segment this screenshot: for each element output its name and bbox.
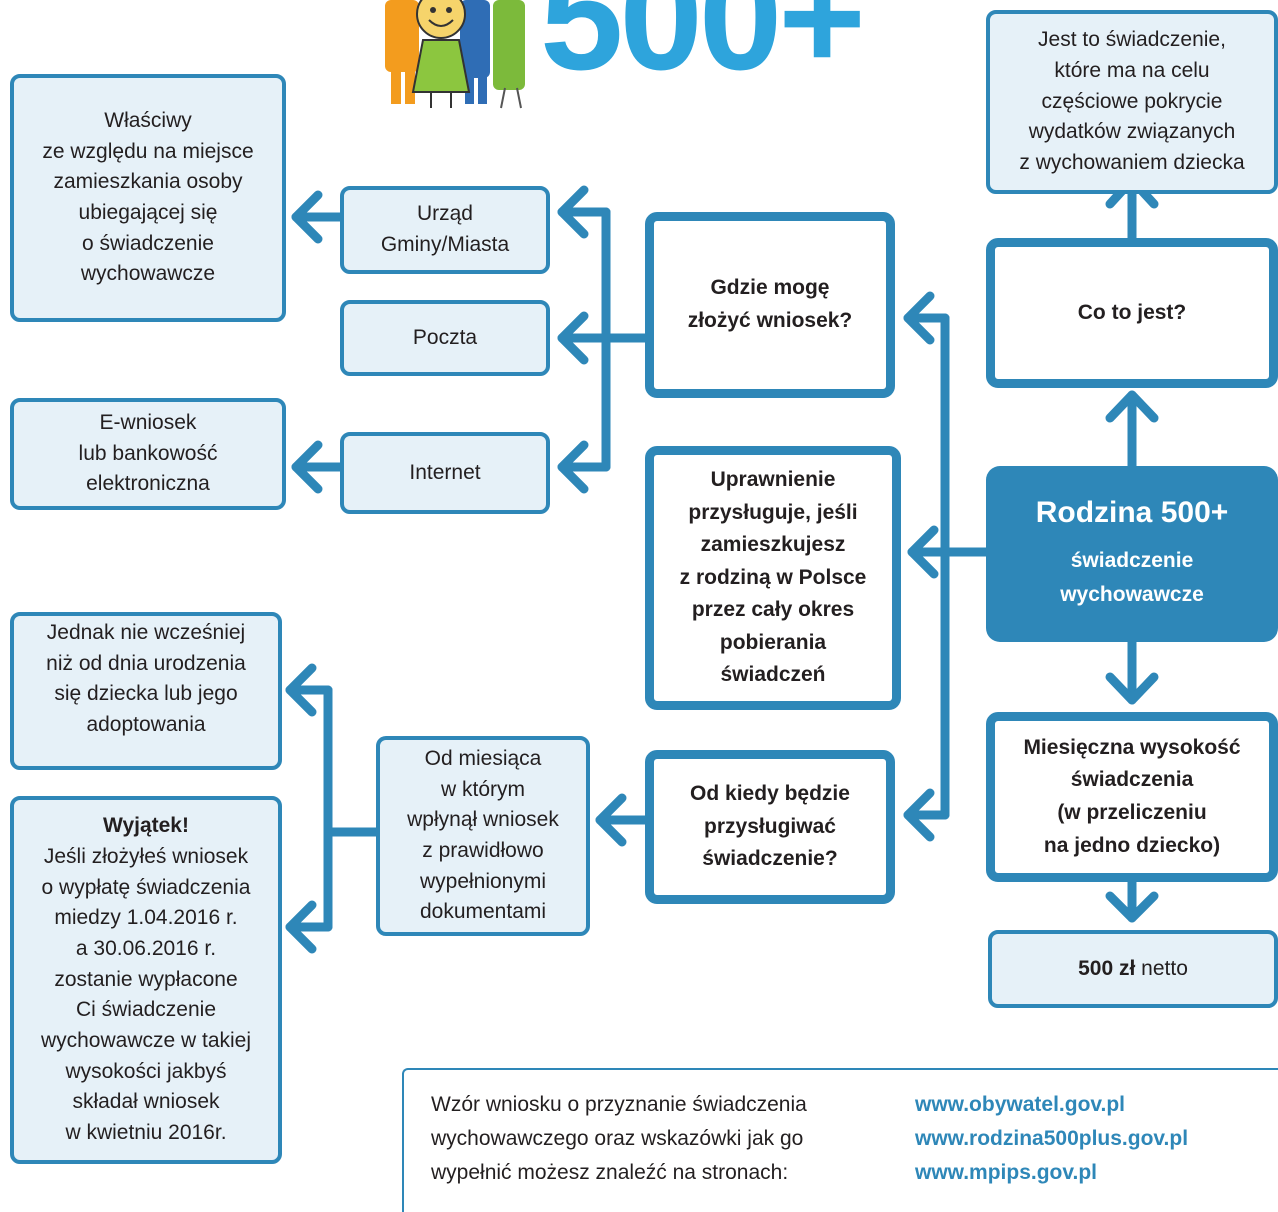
rodzina-500-box: Rodzina 500+ świadczenie wychowawcze (986, 466, 1278, 642)
what-is-it-box: Co to jest? (986, 238, 1278, 388)
eligibility-box: Uprawnienie przysługuje, jeśli zamieszku… (645, 446, 901, 710)
link-mpips[interactable]: www.mpips.gov.pl (915, 1161, 1098, 1185)
birth-note-box: Jednak nie wcześniej niż od dnia urodzen… (10, 612, 282, 770)
option-poczta-box: Poczta (340, 300, 550, 376)
exception-text: Jeśli złożyłeś wniosek o wypłatę świadcz… (40, 845, 252, 1144)
link-obywatel[interactable]: www.obywatel.gov.pl (915, 1093, 1126, 1116)
family-illustration-icon (385, 0, 525, 109)
amount-value: 500 zł (1078, 956, 1136, 980)
internet-detail-box: E-wniosek lub bankowość elektroniczna (10, 398, 286, 510)
info-panel: Wzór wniosku o przyznanie świadczenia wy… (402, 1068, 1278, 1212)
info-links: www.obywatel.gov.pl www.rodzina500plus.g… (915, 1088, 1188, 1190)
urzad-detail-box: Właściwy ze względu na miejsce zamieszka… (10, 74, 286, 322)
option-internet-box: Internet (340, 432, 550, 514)
logo-number: 500+ (540, 0, 866, 101)
amount-unit: netto (1135, 956, 1188, 980)
definition-box: Jest to świadczenie, które ma na celu cz… (986, 10, 1278, 194)
hero-subtitle: świadczenie wychowawcze (1060, 549, 1204, 606)
exception-title: Wyjątek! (103, 814, 189, 838)
since-answer-box: Od miesiąca w którym wpłynął wniosek z p… (376, 736, 590, 936)
amount-value-box: 500 zł netto (988, 930, 1278, 1008)
monthly-amount-box: Miesięczna wysokość świadczenia (w przel… (986, 712, 1278, 882)
hero-title: Rodzina 500+ (1035, 496, 1229, 530)
since-when-question-box: Od kiedy będzie przysługiwać świadczenie… (645, 750, 895, 904)
info-text: Wzór wniosku o przyznanie świadczenia wy… (431, 1093, 807, 1185)
where-question-box: Gdzie mogę złożyć wniosek? (645, 212, 895, 398)
exception-box: Wyjątek! Jeśli złożyłeś wniosek o wypłat… (10, 796, 282, 1164)
option-urzad-box: Urząd Gminy/Miasta (340, 186, 550, 274)
link-rodzina500plus[interactable]: www.rodzina500plus.gov.pl (915, 1127, 1189, 1151)
